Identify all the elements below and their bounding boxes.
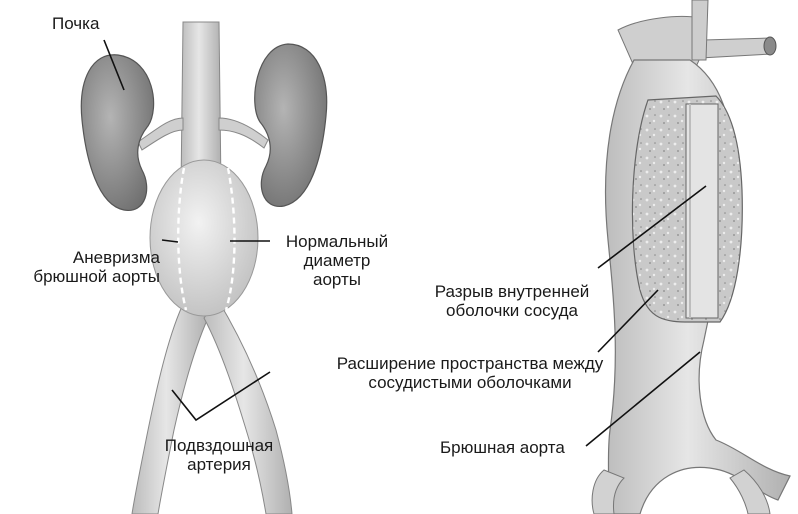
iliac-left [132,300,208,514]
aneurysm-label-line2: брюшной аорты [20,267,160,286]
aneurysm-label: Аневризма брюшной аорты [20,248,160,286]
kidney-label: Почка [52,14,99,33]
iliac-label-line1: Подвздошная [144,436,294,455]
space-expansion-line2: сосудистыми оболочками [300,373,640,392]
abdominal-aorta-label: Брюшная аорта [440,438,565,457]
space-expansion-line1: Расширение пространства между [300,354,640,373]
aortic-aneurysm-bulge [150,160,258,316]
kidney-right [255,44,327,206]
intima-tear-line1: Разрыв внутренней [412,282,612,301]
normal-diameter-line2: диаметр [262,251,412,270]
aneurysm-label-line1: Аневризма [20,248,160,267]
intima-tear-label: Разрыв внутренней оболочки сосуда [412,282,612,320]
kidney-label-text: Почка [52,14,99,33]
right-dissection-panel [586,0,790,514]
space-expansion-label: Расширение пространства между сосудистым… [300,354,640,392]
normal-diameter-label: Нормальный диаметр аорты [262,232,412,289]
normal-diameter-line3: аорты [262,270,412,289]
iliac-label: Подвздошная артерия [144,436,294,474]
iliac-label-line2: артерия [144,455,294,474]
kidney-left [81,55,153,211]
abdominal-aorta-text: Брюшная аорта [440,438,565,457]
normal-diameter-line1: Нормальный [262,232,412,251]
intima-tear-line2: оболочки сосуда [412,301,612,320]
